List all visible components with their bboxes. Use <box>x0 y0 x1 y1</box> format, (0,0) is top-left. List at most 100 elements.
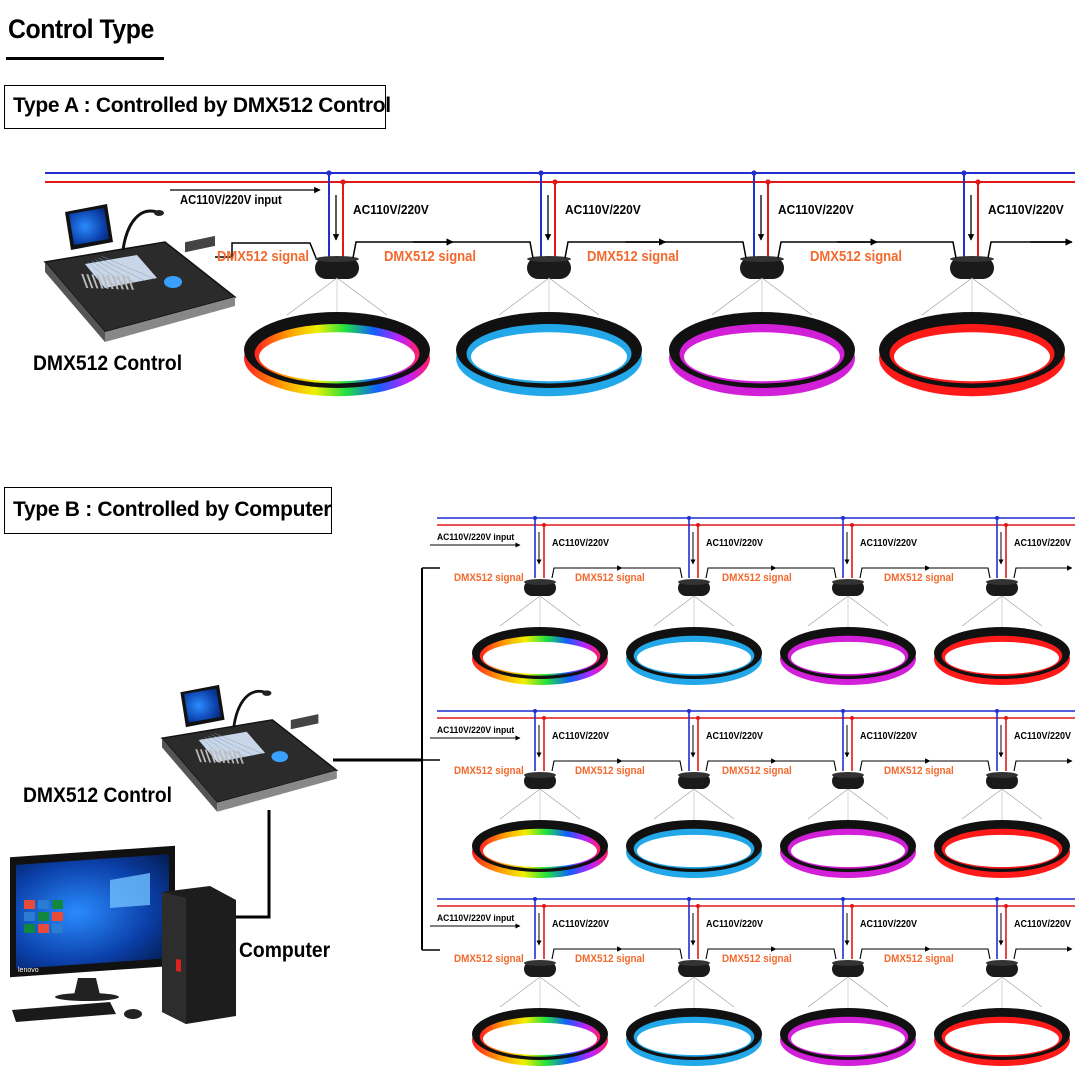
console-body <box>43 241 237 333</box>
hang-wire <box>693 976 735 1008</box>
pc-tower-front <box>162 892 186 1024</box>
console-screen <box>69 208 109 245</box>
type-b-signal-label: DMX512 signal <box>454 573 524 585</box>
hang-wire <box>921 277 973 316</box>
fader <box>213 749 221 763</box>
type-a-signal-label: DMX512 signal <box>384 248 476 264</box>
console-buttons <box>185 235 215 253</box>
canopy-top <box>678 772 710 778</box>
fader <box>111 275 119 290</box>
type-a-signal-label: DMX512 signal <box>810 248 902 264</box>
type-b-ring-lamp <box>472 820 608 879</box>
type-b-signal-label: DMX512 signal <box>722 766 792 778</box>
fader <box>218 750 226 764</box>
type-b-power-label: AC110V/220V <box>552 731 610 743</box>
type-b-suspension <box>499 976 581 1013</box>
hang-wire <box>499 595 541 627</box>
type-a-ring-lamp <box>456 312 642 397</box>
type-b-canopy <box>524 579 556 596</box>
hang-wire <box>653 788 695 820</box>
type-a-ring-lamp <box>244 312 430 397</box>
hang-wire <box>499 788 541 820</box>
hang-wire <box>1001 788 1043 820</box>
keyboard <box>12 1002 116 1022</box>
type-b-suspension <box>961 595 1043 632</box>
fader <box>199 749 207 763</box>
fader <box>232 750 240 764</box>
canopy-top <box>315 256 359 262</box>
type-b-usb-cable <box>236 810 271 919</box>
monitor-screen <box>16 854 169 969</box>
console-front <box>105 297 235 342</box>
type-b-signal-line-out <box>1013 948 1072 960</box>
mouse <box>124 1009 142 1019</box>
type-a-canopy <box>315 256 359 279</box>
ring-hole <box>637 641 751 675</box>
canopy-body <box>527 257 571 279</box>
type-b-canopy <box>678 960 710 977</box>
type-b-signal-label: DMX512 signal <box>884 954 954 966</box>
canopy-top <box>678 579 710 585</box>
type-b-power-label: AC110V/220V <box>1014 919 1072 931</box>
type-b-canopy <box>524 960 556 977</box>
console-front <box>217 770 337 812</box>
type-b-power-label: AC110V/220V <box>860 731 918 743</box>
type-b-power-label: AC110V/220V <box>860 538 918 550</box>
gooseneck <box>121 209 158 251</box>
title-underline <box>6 57 164 60</box>
hang-wire <box>961 595 1003 627</box>
canopy-top <box>986 772 1018 778</box>
hang-wire <box>693 788 735 820</box>
type-b-ring-lamp <box>780 1008 916 1067</box>
type-b-signal-label: DMX512 signal <box>454 954 524 966</box>
type-a-canopy <box>950 256 994 279</box>
type-b-canopy <box>832 960 864 977</box>
type-b-power-label: AC110V/220V <box>552 919 610 931</box>
type-b-canopy <box>678 772 710 789</box>
type-b-signal-label: DMX512 signal <box>575 766 645 778</box>
ring-hole <box>684 332 840 382</box>
type-a-power-label: AC110V/220V <box>988 203 1064 218</box>
keypad-line <box>101 256 156 280</box>
fader <box>106 275 114 289</box>
ring-hole <box>259 332 415 382</box>
type-b-suspension <box>807 788 889 825</box>
type-b-signal-line-out <box>1013 760 1072 772</box>
type-a-canopy <box>740 256 784 279</box>
start-tile <box>52 900 63 909</box>
type-b-computer-label: Computer <box>239 939 330 962</box>
type-b-signal-label: DMX512 signal <box>884 766 954 778</box>
type-a-power-label: AC110V/220V <box>353 203 429 218</box>
type-b-controller-label: DMX512 Control <box>23 784 172 807</box>
type-b-ring-lamp <box>780 820 916 879</box>
type-b-power-label: AC110V/220V <box>1014 731 1072 743</box>
type-b-signal-label: DMX512 signal <box>575 954 645 966</box>
keypad-line <box>211 734 255 756</box>
type-a-power-label: AC110V/220V <box>778 203 854 218</box>
monitor-brand: lenovo <box>18 967 39 974</box>
type-b-suspension <box>961 788 1043 825</box>
computer: lenovo <box>10 845 236 1024</box>
hang-wire <box>498 277 550 316</box>
type-b-power-label: AC110V/220V <box>706 919 764 931</box>
hang-wire <box>961 976 1003 1008</box>
type-a-canopy <box>527 256 571 279</box>
type-b-power-label: AC110V/220V <box>706 731 764 743</box>
type-b-suspension <box>807 976 889 1013</box>
console-side <box>45 262 105 342</box>
gooseneck <box>232 689 266 728</box>
hang-wire <box>336 277 388 316</box>
hang-wire <box>548 277 600 316</box>
type-b-input-label: AC110V/220V input <box>437 532 514 543</box>
keypad-line <box>214 732 264 755</box>
ring-hole <box>637 1022 751 1056</box>
type-b-signal-label: DMX512 signal <box>575 573 645 585</box>
type-b-canopy <box>832 772 864 789</box>
start-tile <box>38 900 49 909</box>
fader <box>223 750 230 764</box>
canopy-top <box>832 579 864 585</box>
type-b-suspension <box>653 595 735 632</box>
ring-hole <box>637 834 751 868</box>
hang-wire <box>961 788 1003 820</box>
windows-logo-icon <box>110 873 150 908</box>
